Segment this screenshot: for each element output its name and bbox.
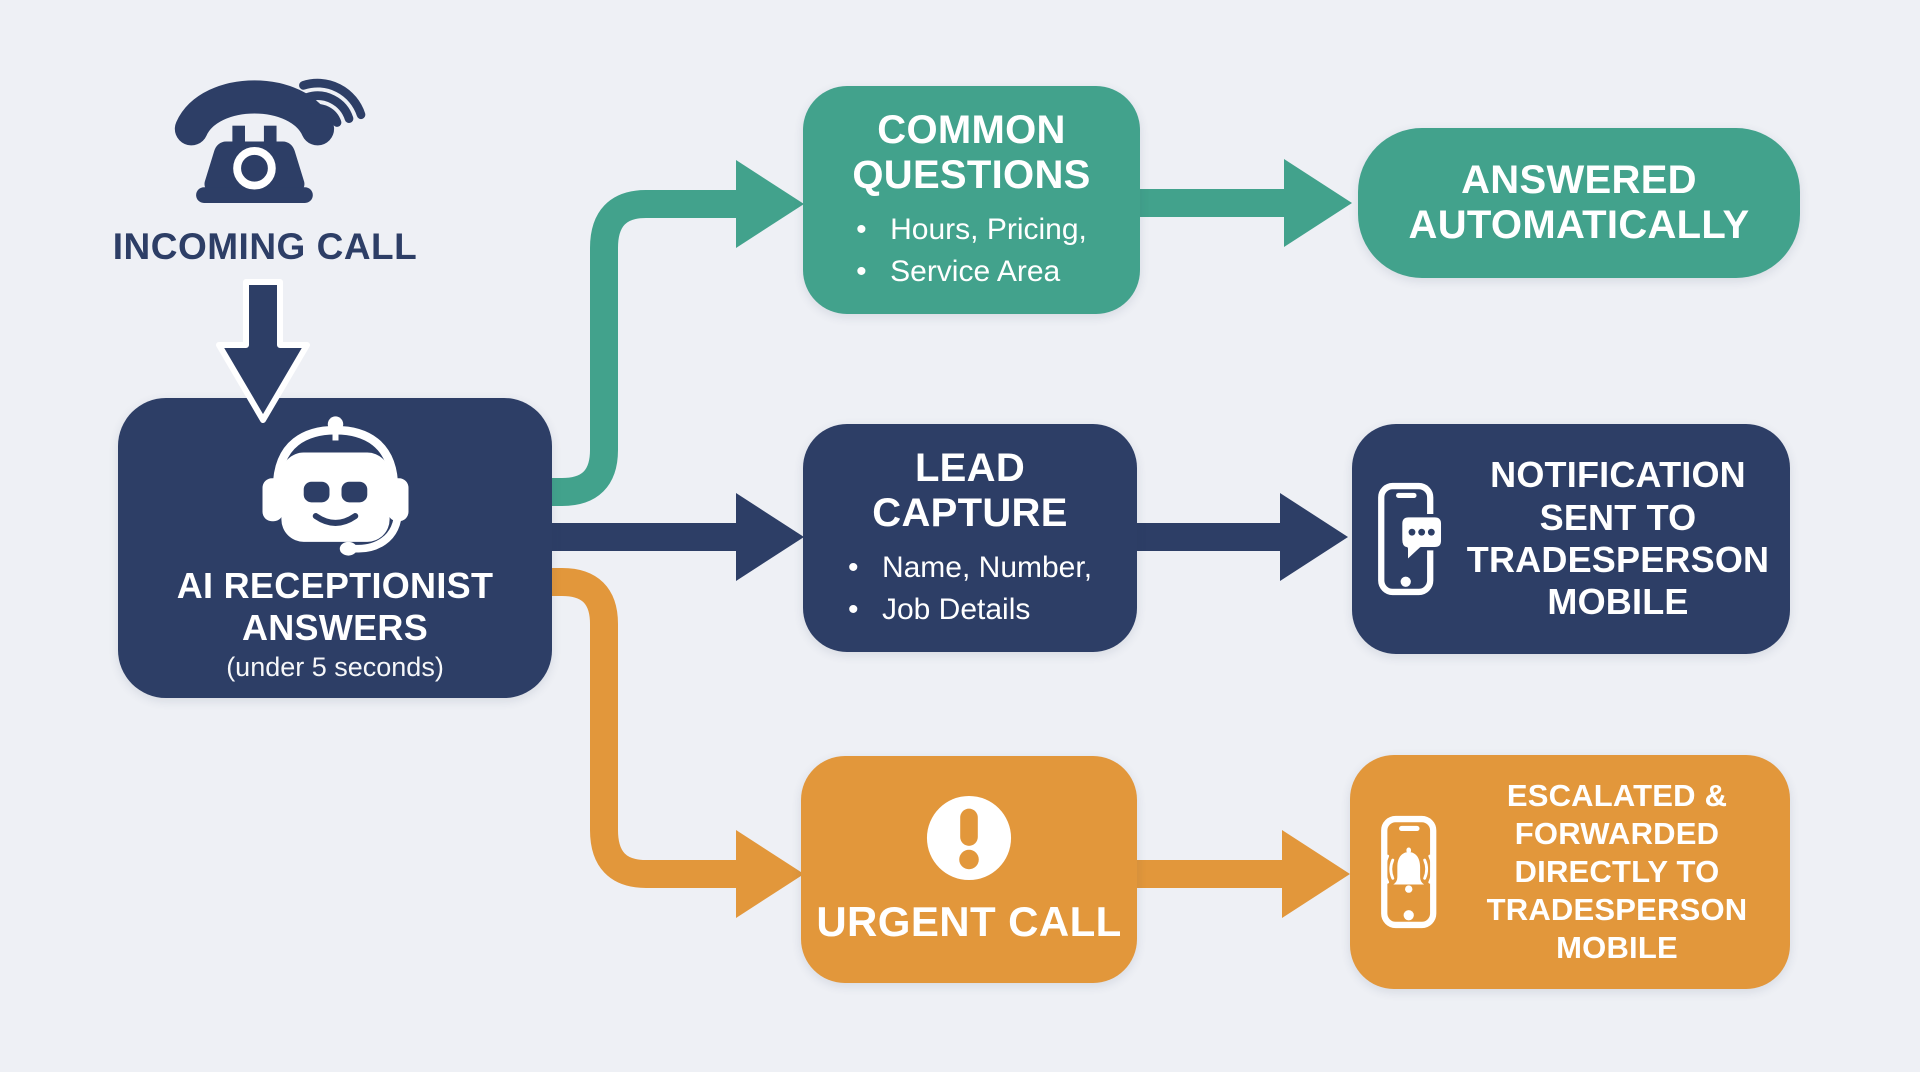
urgent-call-label: URGENT CALL — [816, 897, 1122, 945]
signal-waves-icon — [298, 78, 365, 127]
ai-box-subtitle: (under 5 seconds) — [226, 652, 444, 683]
arrow-ai-to-urgent-call — [546, 568, 804, 918]
common-questions-title: COMMON QUESTIONS — [852, 107, 1091, 197]
ai-title-line-2: ANSWERS — [241, 606, 429, 648]
bullet-dot: • — [856, 213, 867, 247]
ringing-phone-icon — [174, 78, 365, 203]
bullet-item: •Name, Number, — [848, 547, 1092, 588]
lead-capture-title: LEAD CAPTURE — [872, 445, 1068, 535]
bullet-dot: • — [847, 592, 859, 626]
ai-box-title: AI RECEPTIONIST ANSWERS — [177, 565, 494, 649]
phone-message-icon — [1377, 482, 1445, 596]
robot-headset-icon — [262, 416, 408, 556]
phone-alert-icon — [1381, 815, 1437, 929]
arrow-lead-capture-to-notification — [1132, 493, 1348, 581]
urgent-call-node: URGENT CALL — [801, 756, 1137, 983]
arrow-common-questions-to-answered — [1136, 159, 1352, 247]
bullet-item: •Service Area — [856, 251, 1087, 292]
arrow-ai-to-common-questions — [546, 160, 804, 506]
escalated-forwarded-title: ESCALATED & FORWARDED DIRECTLY TO TRADES… — [1486, 778, 1748, 965]
bullet-dot: • — [847, 551, 859, 585]
exclamation-circle-icon — [926, 795, 1012, 880]
escalated-forwarded-node: ESCALATED & FORWARDED DIRECTLY TO TRADES… — [1350, 755, 1790, 989]
answered-automatically-title: ANSWERED AUTOMATICALLY — [1408, 158, 1750, 247]
lead-capture-bullets: •Name, Number, •Job Details — [848, 547, 1092, 630]
common-questions-bullets: •Hours, Pricing, •Service Area — [856, 209, 1087, 292]
ai-receptionist-node: AI RECEPTIONIST ANSWERS (under 5 seconds… — [118, 398, 552, 698]
notification-sent-title: NOTIFICATION SENT TO TRADESPERSON MOBILE — [1466, 454, 1770, 623]
ai-title-line-1: AI RECEPTIONIST — [176, 564, 494, 606]
bullet-dot: • — [856, 254, 867, 288]
robot-eye — [303, 481, 329, 503]
bullet-item: •Hours, Pricing, — [856, 209, 1087, 250]
answered-automatically-node: ANSWERED AUTOMATICALLY — [1358, 128, 1800, 278]
arrow-ai-to-lead-capture — [546, 493, 804, 581]
common-questions-node: COMMON QUESTIONS •Hours, Pricing, •Servi… — [803, 86, 1140, 314]
incoming-call-label: INCOMING CALL — [112, 226, 418, 267]
notification-sent-node: NOTIFICATION SENT TO TRADESPERSON MOBILE — [1352, 424, 1790, 654]
arrow-urgent-call-to-escalated — [1134, 830, 1350, 918]
incoming-call-node: INCOMING CALL — [90, 52, 440, 268]
lead-capture-node: LEAD CAPTURE •Name, Number, •Job Details — [803, 424, 1137, 652]
bullet-item: •Job Details — [848, 589, 1092, 630]
robot-eye — [341, 481, 367, 503]
bell-icon — [1383, 847, 1435, 893]
